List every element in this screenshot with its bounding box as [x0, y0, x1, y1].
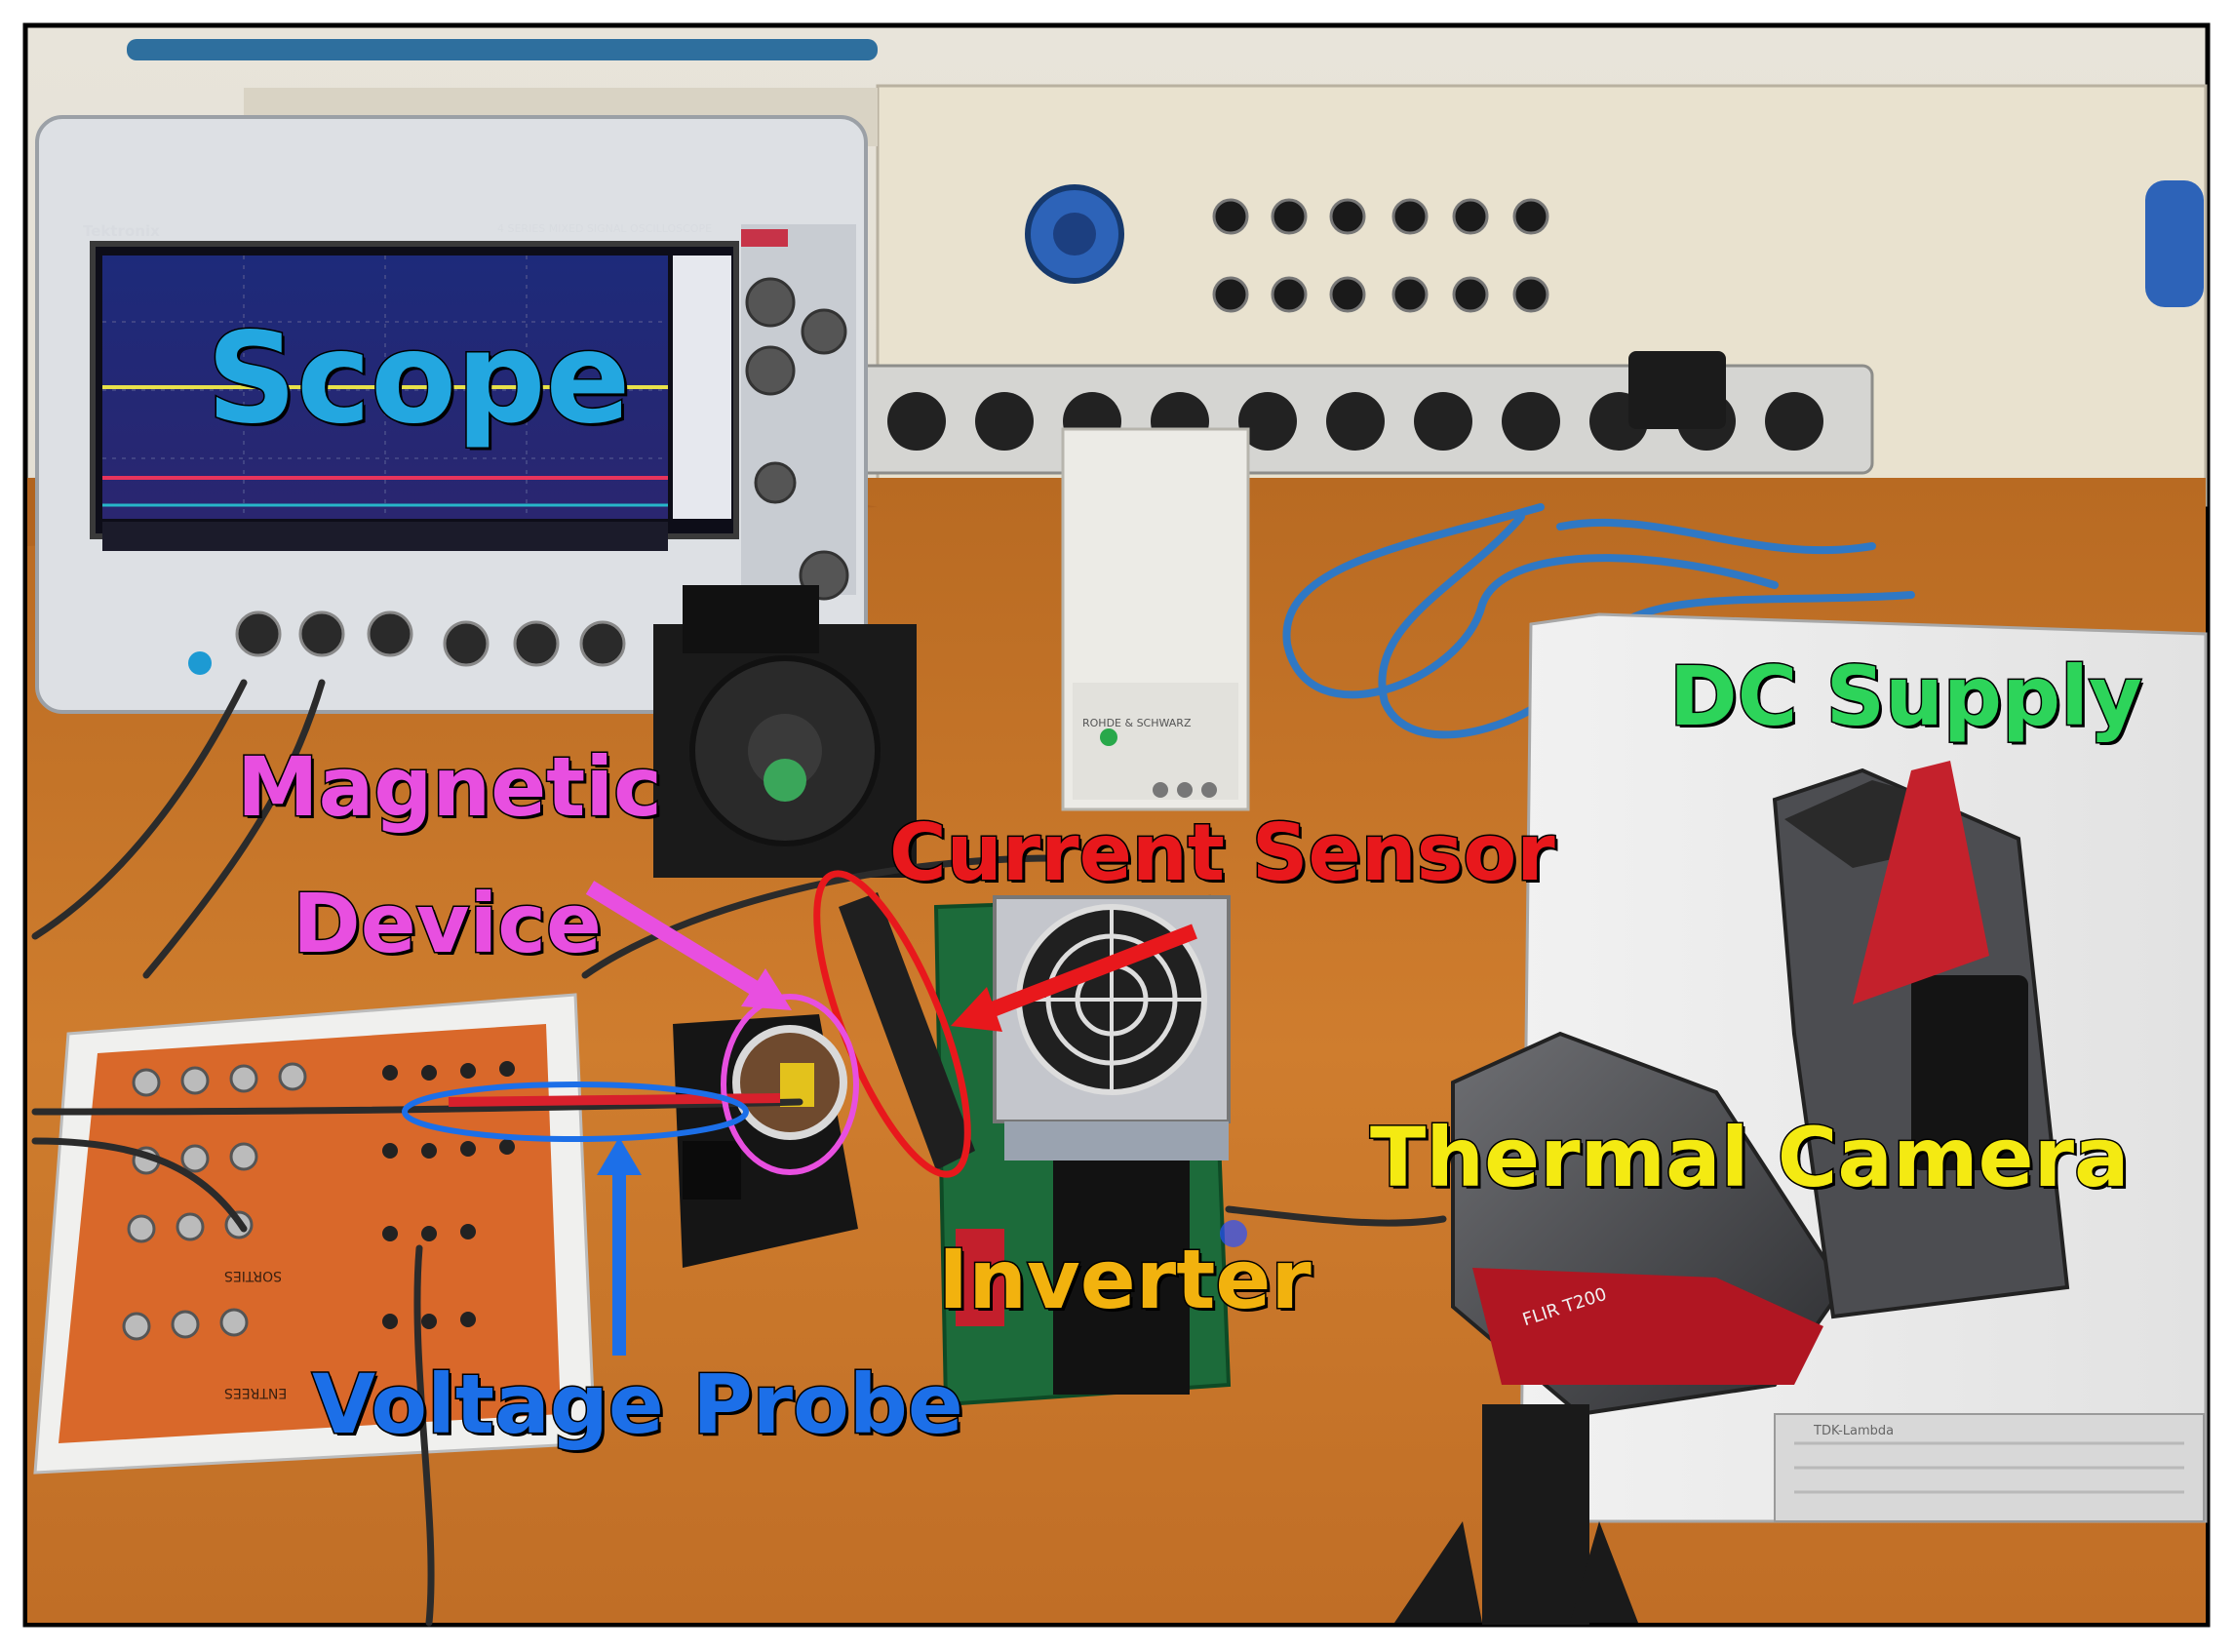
probe-cables — [31, 679, 1447, 1627]
magnetic-device-label-line1: Magnetic — [236, 739, 664, 835]
dc-supply-brand-text: TDK-Lambda — [1814, 1424, 1895, 1438]
small-power-supply — [1061, 427, 1250, 811]
inverter-label: Inverter — [937, 1232, 1313, 1327]
scope-label: Scope — [205, 306, 631, 452]
psu-brand-text: ROHDE & SCHWARZ — [1082, 717, 1192, 729]
dc-supply-label: DC Supply — [1668, 649, 2144, 744]
voltage-probe-label: Voltage Probe — [311, 1357, 965, 1452]
oscilloscope — [35, 39, 878, 714]
scope-brand-text: Tektronix — [83, 222, 160, 240]
voltage-probe-ellipse — [402, 1082, 749, 1142]
cooling-fan — [653, 585, 917, 878]
current-sensor-arrow — [977, 924, 1197, 1022]
thermal-camera — [1394, 761, 2070, 1625]
annotation-overlays — [402, 870, 1197, 1356]
scope-model-text: 4 SERIES MIXED SIGNAL OSCILLOSCOPE — [497, 222, 713, 235]
magnetic-device-label-line2: Device — [291, 876, 603, 971]
breakout-label-sorties: SORTIES — [224, 1268, 283, 1283]
magnetic-device-arrow — [585, 881, 770, 1002]
breakout-label-entrees: ENTREES — [224, 1385, 288, 1400]
current-sensor — [839, 892, 975, 1170]
ethernet-cables — [1282, 503, 1915, 739]
current-sensor-label: Current Sensor — [888, 807, 1557, 898]
power-strip — [856, 351, 1874, 475]
thermal-camera-label: Thermal Camera — [1369, 1110, 2132, 1205]
magnetic-device-holder — [673, 1014, 858, 1268]
magnetic-device-ellipse — [721, 994, 859, 1175]
